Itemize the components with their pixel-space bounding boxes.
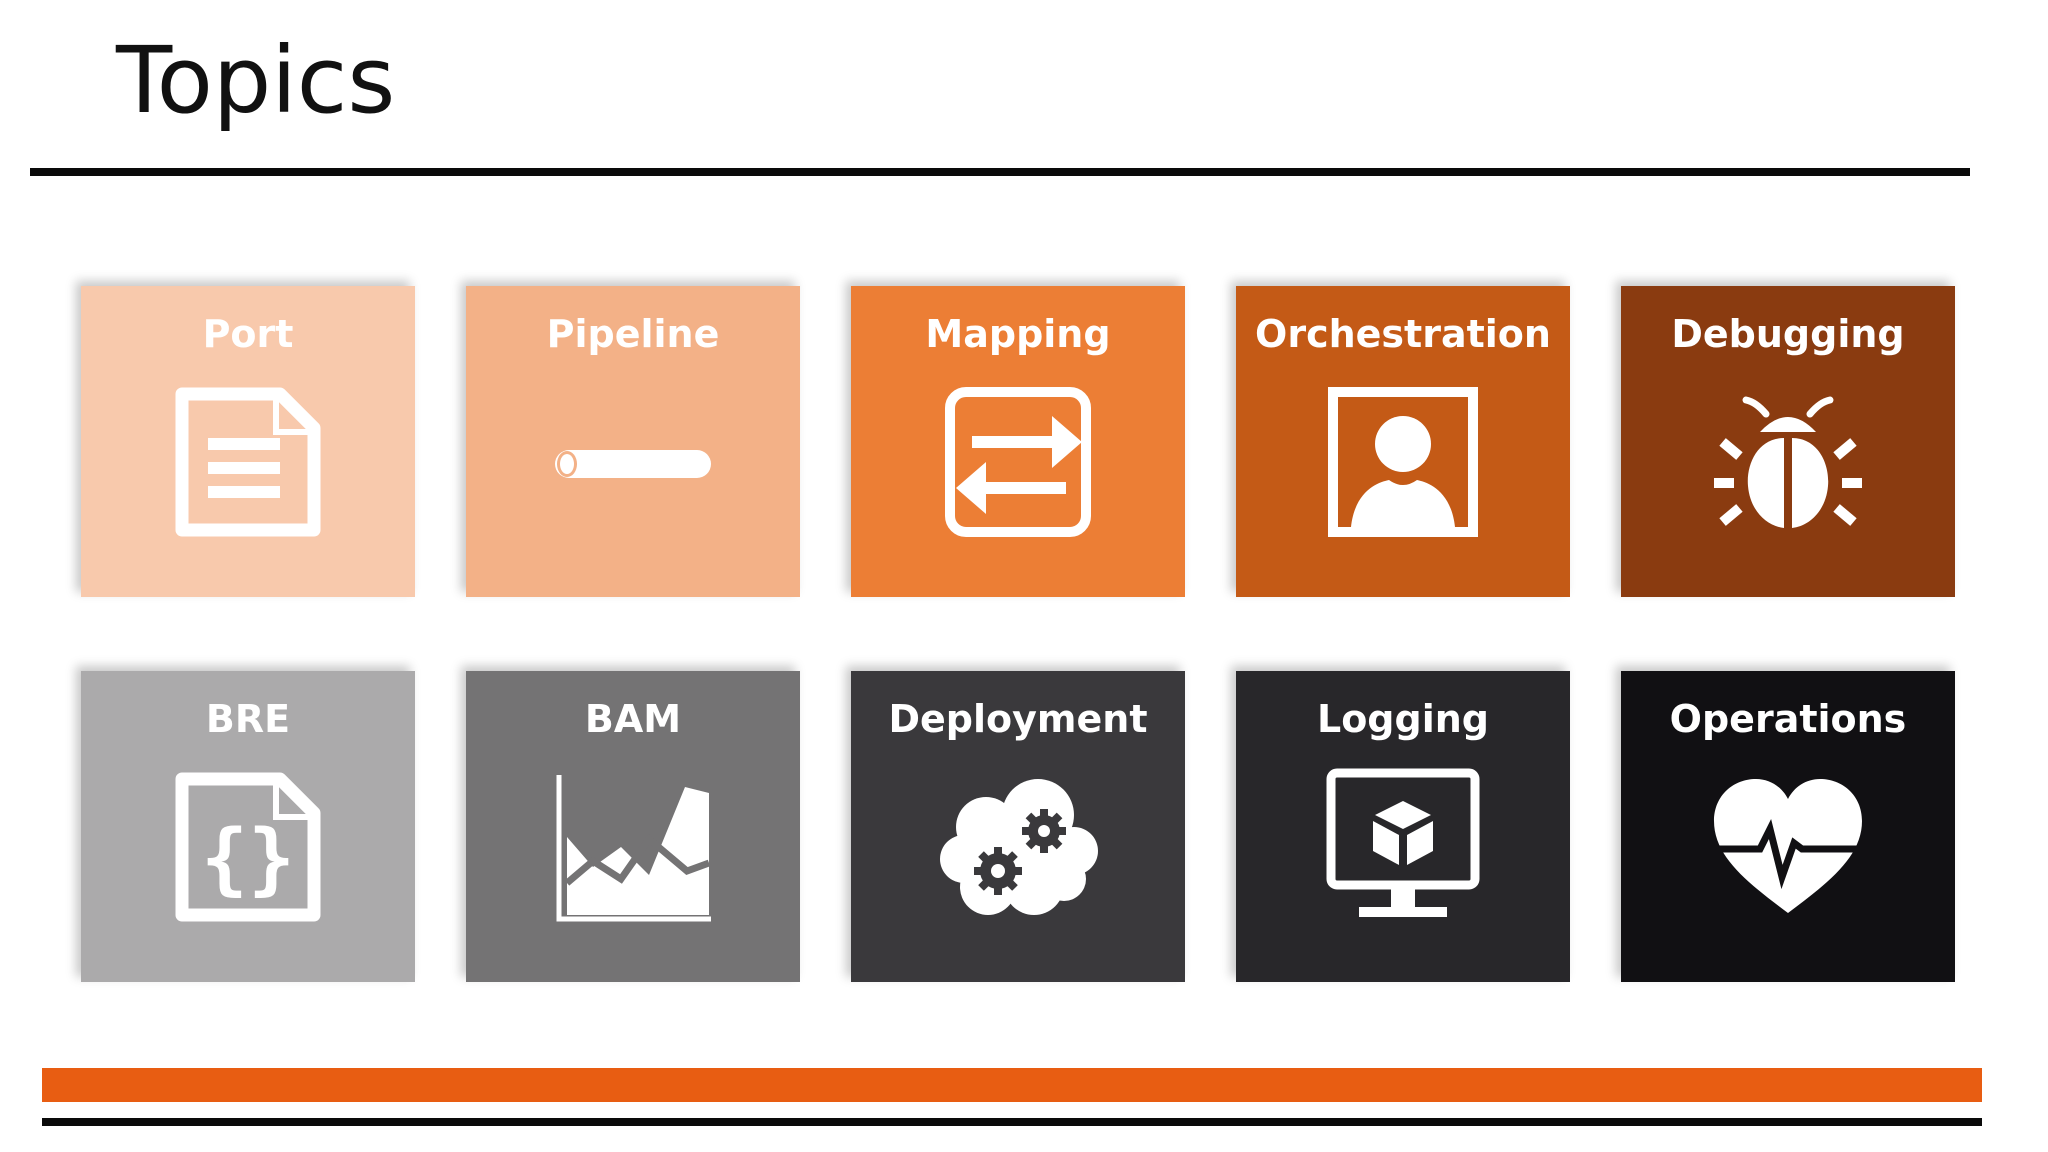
tile-label: BRE [205, 697, 291, 741]
tile-bre[interactable]: BRE {} [81, 671, 415, 982]
tile-label: Operations [1669, 697, 1907, 741]
heart-pulse-icon [1708, 767, 1868, 927]
tile-logging[interactable]: Logging [1236, 671, 1570, 982]
swap-arrows-icon [938, 382, 1098, 542]
tile-deployment[interactable]: Deployment [851, 671, 1185, 982]
tile-label: Port [202, 312, 294, 356]
tile-port[interactable]: Port [81, 286, 415, 597]
tile-orchestration[interactable]: Orchestration [1236, 286, 1570, 597]
monitor-cube-icon [1323, 767, 1483, 927]
area-chart-icon [553, 767, 713, 927]
tile-operations[interactable]: Operations [1621, 671, 1955, 982]
tile-debugging[interactable]: Debugging [1621, 286, 1955, 597]
footer-accent-bar [42, 1068, 1982, 1102]
code-document-icon: {} [168, 767, 328, 927]
tile-label: Orchestration [1255, 312, 1551, 356]
page-title: Topics [116, 27, 396, 134]
tile-label: Pipeline [546, 312, 720, 356]
footer-rule [42, 1118, 1982, 1126]
pipe-icon [553, 382, 713, 542]
svg-text:{}: {} [201, 814, 295, 904]
topic-grid: Port Pipeline [81, 286, 1955, 986]
bug-icon [1708, 382, 1868, 542]
tile-mapping[interactable]: Mapping [851, 286, 1185, 597]
title-divider [30, 168, 1970, 176]
tile-label: Mapping [925, 312, 1111, 356]
tile-label: Deployment [888, 697, 1148, 741]
tile-pipeline[interactable]: Pipeline [466, 286, 800, 597]
portrait-icon [1323, 382, 1483, 542]
tile-label: BAM [584, 697, 682, 741]
tile-label: Logging [1316, 697, 1489, 741]
tile-bam[interactable]: BAM [466, 671, 800, 982]
cloud-gears-icon [938, 767, 1098, 927]
document-icon [168, 382, 328, 542]
tile-label: Debugging [1671, 312, 1905, 356]
